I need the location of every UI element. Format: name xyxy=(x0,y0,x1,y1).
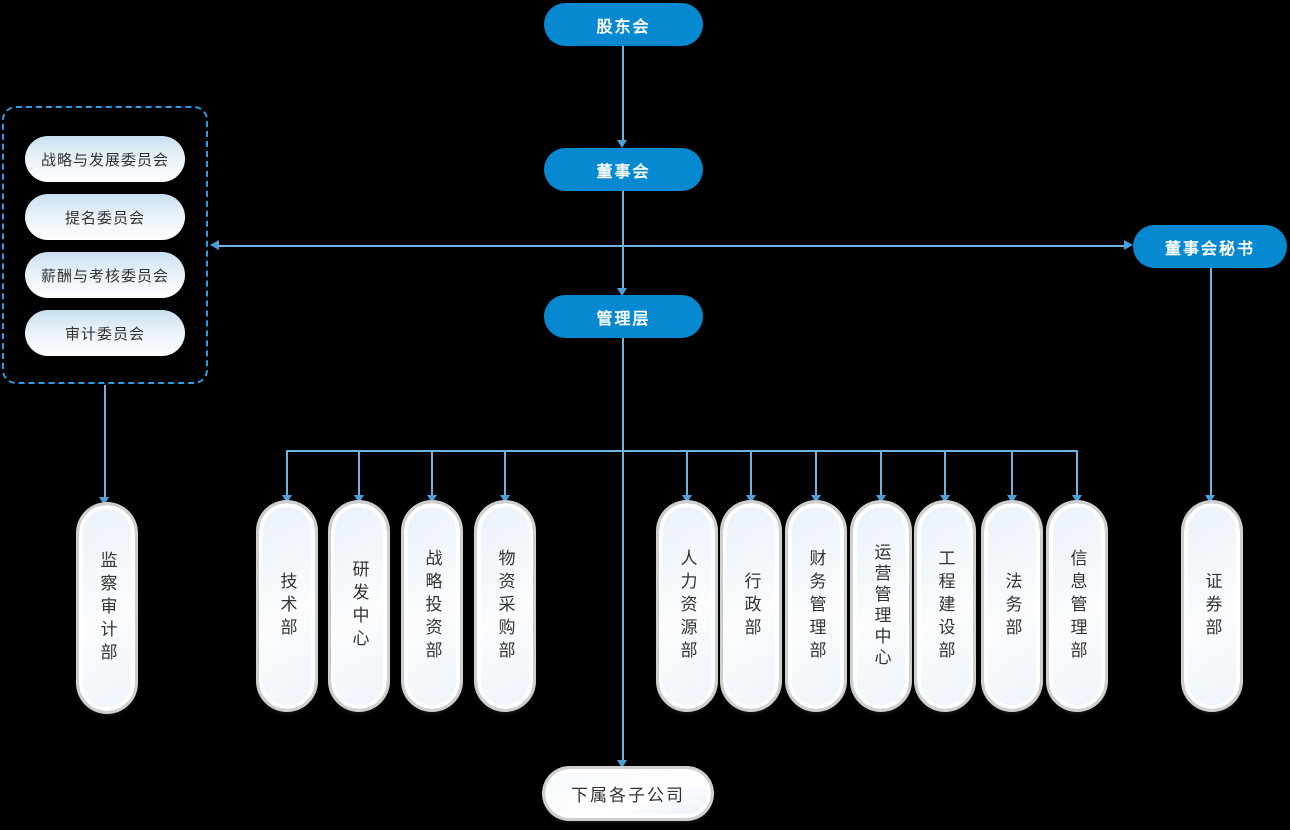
arrowhead-into-information xyxy=(1072,495,1082,503)
arrowhead-into-committees-box xyxy=(210,240,219,250)
arrowhead-into-hr xyxy=(682,495,692,503)
dept-material-procurement: 物资采购部 xyxy=(477,503,533,709)
connector-committees-secretary xyxy=(217,245,1126,247)
drop-procurement xyxy=(504,450,506,495)
dept-rnd-center: 研发中心 xyxy=(331,503,387,709)
committee-label: 提名委员会 xyxy=(64,209,145,227)
arrowhead-into-management xyxy=(617,288,627,296)
dept-label: 技术部 xyxy=(277,571,297,641)
dept-label: 战略投资部 xyxy=(422,548,442,664)
node-subsidiaries: 下属各子公司 xyxy=(545,769,711,818)
dept-label: 工程建设部 xyxy=(935,548,955,664)
drop-strategy-investment xyxy=(431,450,433,495)
node-shareholders: 股东会 xyxy=(544,3,703,46)
committee-label: 审计委员会 xyxy=(64,325,145,343)
dept-strategy-investment: 战略投资部 xyxy=(404,503,460,709)
node-shareholders-label: 股东会 xyxy=(596,18,651,36)
arrowhead-into-rnd xyxy=(354,495,364,503)
arrowhead-into-procurement xyxy=(500,495,510,503)
connector-committees-supervision-audit xyxy=(104,385,106,497)
dept-engineering-construction: 工程建设部 xyxy=(917,503,973,709)
arrowhead-into-finance xyxy=(811,495,821,503)
dept-technology: 技术部 xyxy=(259,503,315,709)
arrowhead-into-engineering xyxy=(940,495,950,503)
drop-tech xyxy=(286,450,288,495)
connector-shareholders-board xyxy=(622,46,624,142)
drop-engineering xyxy=(944,450,946,495)
dept-label: 物资采购部 xyxy=(495,548,515,664)
arrowhead-into-securities xyxy=(1205,495,1215,503)
node-management: 管理层 xyxy=(544,295,703,338)
node-board-secretary: 董事会秘书 xyxy=(1133,225,1287,268)
dept-supervision-audit: 监察审计部 xyxy=(79,505,135,711)
arrowhead-into-admin xyxy=(746,495,756,503)
dept-label: 研发中心 xyxy=(349,560,369,652)
connector-department-branch xyxy=(287,450,1077,452)
arrowhead-into-secretary xyxy=(1124,240,1133,250)
connector-board-management xyxy=(622,191,624,288)
drop-hr xyxy=(686,450,688,495)
committees-group-box xyxy=(2,106,208,384)
arrowhead-into-board xyxy=(617,140,627,148)
arrowhead-into-strategy-investment xyxy=(427,495,437,503)
drop-information xyxy=(1076,450,1078,495)
dept-label: 行政部 xyxy=(741,571,761,641)
node-board: 董事会 xyxy=(544,148,703,191)
dept-label: 法务部 xyxy=(1002,571,1022,641)
committee-nomination: 提名委员会 xyxy=(25,194,185,240)
dept-label: 财务管理部 xyxy=(806,548,826,664)
dept-administration: 行政部 xyxy=(723,503,779,709)
dept-label: 证券部 xyxy=(1202,571,1222,641)
dept-label: 运营管理中心 xyxy=(871,543,891,669)
node-subsidiaries-label: 下属各子公司 xyxy=(571,786,685,805)
drop-legal xyxy=(1011,450,1013,495)
arrowhead-into-legal xyxy=(1007,495,1017,503)
dept-label: 监察审计部 xyxy=(97,550,117,666)
node-board-label: 董事会 xyxy=(596,163,651,181)
arrowhead-into-operations xyxy=(876,495,886,503)
dept-legal: 法务部 xyxy=(984,503,1040,709)
committee-label: 战略与发展委员会 xyxy=(40,151,169,169)
dept-finance-management: 财务管理部 xyxy=(788,503,844,709)
dept-information-management: 信息管理部 xyxy=(1049,503,1105,709)
dept-securities: 证券部 xyxy=(1184,503,1240,709)
dept-human-resources: 人力资源部 xyxy=(659,503,715,709)
node-board-secretary-label: 董事会秘书 xyxy=(1164,240,1255,258)
node-management-label: 管理层 xyxy=(596,310,651,328)
committee-strategy-development: 战略与发展委员会 xyxy=(25,136,185,182)
drop-operations xyxy=(880,450,882,495)
arrowhead-into-subsidiaries xyxy=(617,760,627,768)
connector-management-subsidiaries xyxy=(622,338,624,762)
drop-rnd xyxy=(358,450,360,495)
dept-operations-center: 运营管理中心 xyxy=(853,503,909,709)
dept-label: 信息管理部 xyxy=(1067,548,1087,664)
dept-label: 人力资源部 xyxy=(677,548,697,664)
arrowhead-into-supervision-audit xyxy=(99,497,109,505)
drop-finance xyxy=(815,450,817,495)
committee-audit: 审计委员会 xyxy=(25,310,185,356)
drop-admin xyxy=(750,450,752,495)
arrowhead-into-tech xyxy=(282,495,292,503)
connector-secretary-securities xyxy=(1210,268,1212,495)
committee-label: 薪酬与考核委员会 xyxy=(40,267,169,285)
committee-remuneration-assessment: 薪酬与考核委员会 xyxy=(25,252,185,298)
